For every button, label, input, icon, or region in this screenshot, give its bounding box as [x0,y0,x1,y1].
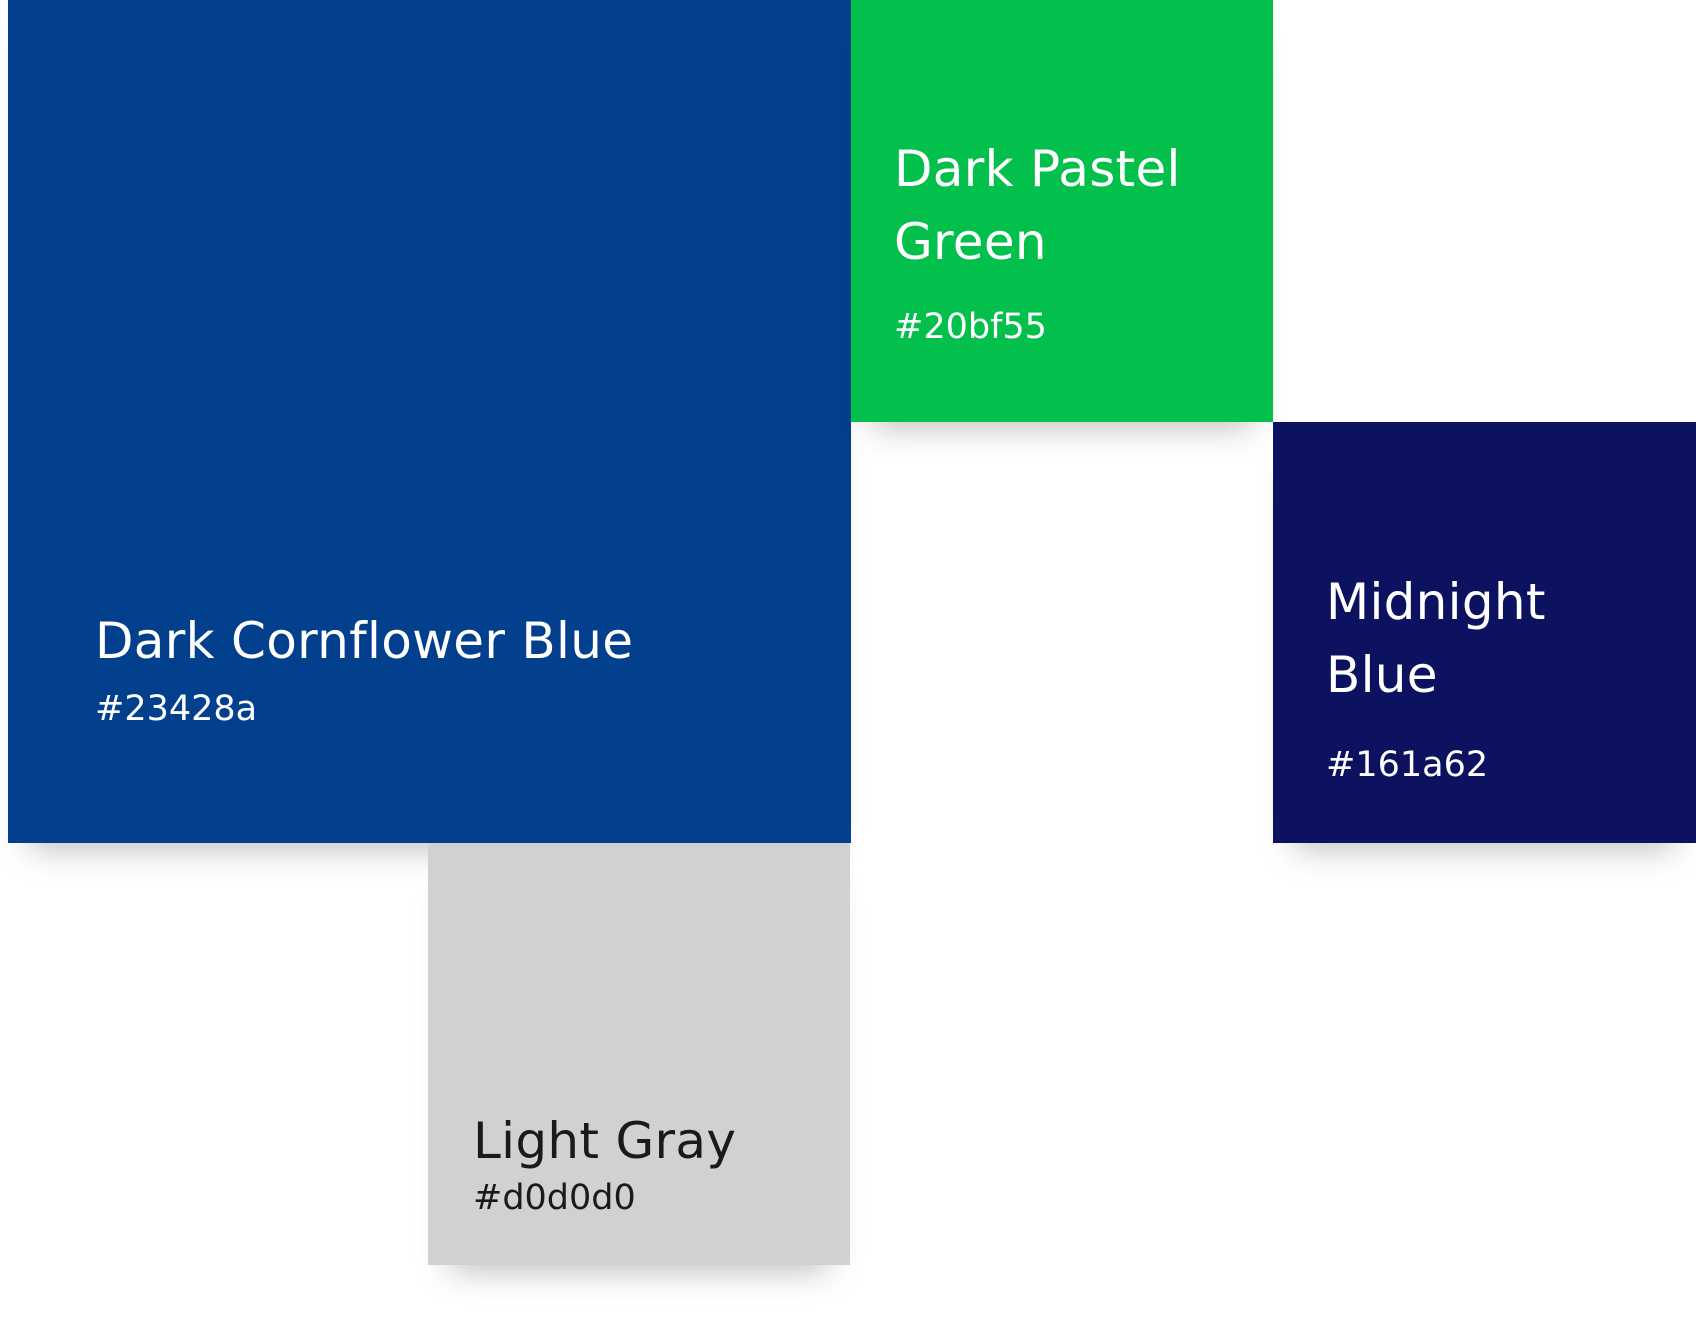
swatch-name: Midnight Blue [1326,573,1546,704]
swatch-name: Dark Cornflower Blue [95,612,634,670]
swatch-hex: #23428a [95,689,258,729]
swatch-name: Dark Pastel Green [894,140,1181,271]
swatch-hex: #161a62 [1326,745,1489,785]
swatch-dark-cornflower-blue: Dark Cornflower Blue #23428a [8,0,851,843]
swatch-dark-pastel-green: Dark Pastel Green #20bf55 [851,0,1273,422]
swatch-midnight-blue: Midnight Blue #161a62 [1273,422,1696,843]
swatch-light-gray: Light Gray #d0d0d0 [428,843,850,1265]
swatch-hex: #20bf55 [894,307,1047,347]
swatch-hex: #d0d0d0 [473,1178,636,1218]
swatch-name: Light Gray [473,1112,737,1170]
